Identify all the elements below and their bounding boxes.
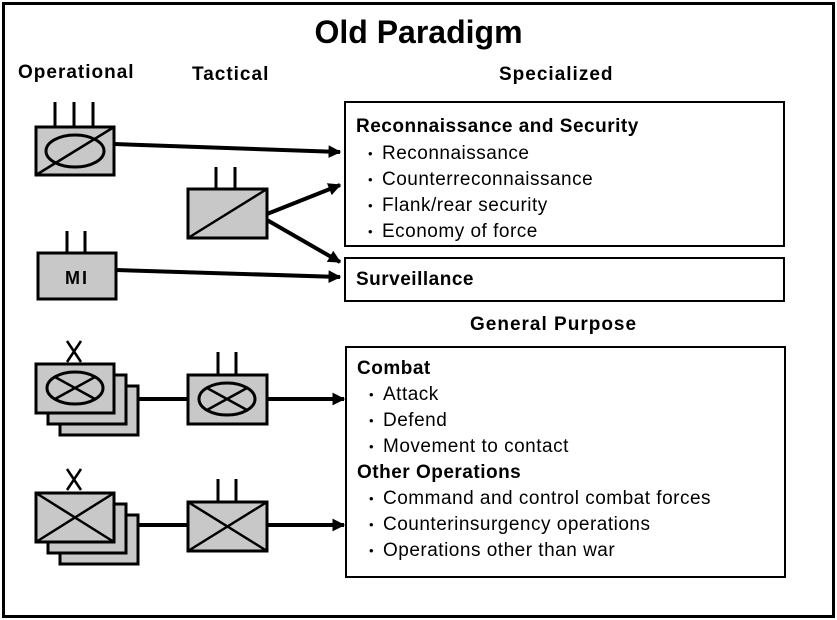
other-item-command-and-control: Command and control combat forces bbox=[369, 488, 711, 510]
tactical-armor-battalion-symbol bbox=[186, 352, 269, 426]
mi-label: MI bbox=[65, 268, 89, 288]
tactical-cavalry-symbol bbox=[186, 167, 269, 240]
other-item-counterinsurgency: Counterinsurgency operations bbox=[369, 514, 651, 536]
recon-security-box: Reconnaissance and Security Reconnaissan… bbox=[344, 101, 785, 247]
mi-battalion-symbol: MI bbox=[36, 231, 118, 301]
general-purpose-section-header: General Purpose bbox=[470, 314, 638, 335]
other-item-operations-other-than-war: Operations other than war bbox=[369, 540, 615, 562]
general-purpose-box: Combat Attack Defend Movement to contact… bbox=[345, 346, 786, 578]
arrow-operational-cavalry-to-recon bbox=[113, 142, 342, 158]
arrow-tactical-cavalry-to-surveillance bbox=[266, 218, 342, 264]
tactical-infantry-battalion-symbol bbox=[186, 479, 269, 553]
operational-armored-cavalry-symbol bbox=[34, 102, 116, 177]
operational-armor-brigade-stack-symbol bbox=[34, 340, 140, 437]
recon-item-flank-rear-security: Flank/rear security bbox=[368, 195, 548, 217]
recon-item-counterreconnaissance: Counterreconnaissance bbox=[368, 169, 593, 191]
combat-heading: Combat bbox=[357, 358, 431, 379]
tactical-column-header: Tactical bbox=[192, 64, 270, 85]
operational-column-header: Operational bbox=[18, 62, 135, 83]
recon-item-economy-of-force: Economy of force bbox=[368, 221, 538, 243]
operational-infantry-brigade-stack-symbol bbox=[34, 468, 140, 566]
surveillance-box: Surveillance bbox=[344, 257, 785, 302]
combat-item-defend: Defend bbox=[369, 410, 447, 432]
combat-item-movement-to-contact: Movement to contact bbox=[369, 436, 569, 458]
other-operations-heading: Other Operations bbox=[357, 462, 522, 483]
recon-item-reconnaissance: Reconnaissance bbox=[368, 143, 529, 165]
diagram-title: Old Paradigm bbox=[314, 14, 523, 50]
arrow-mi-to-surveillance bbox=[115, 268, 342, 284]
specialized-section-header: Specialized bbox=[499, 64, 614, 85]
combat-item-attack: Attack bbox=[369, 384, 439, 406]
recon-security-heading: Reconnaissance and Security bbox=[356, 116, 639, 137]
connector-arrows bbox=[113, 142, 346, 532]
surveillance-heading: Surveillance bbox=[356, 269, 474, 290]
arrow-tactical-cavalry-to-recon bbox=[266, 183, 342, 216]
